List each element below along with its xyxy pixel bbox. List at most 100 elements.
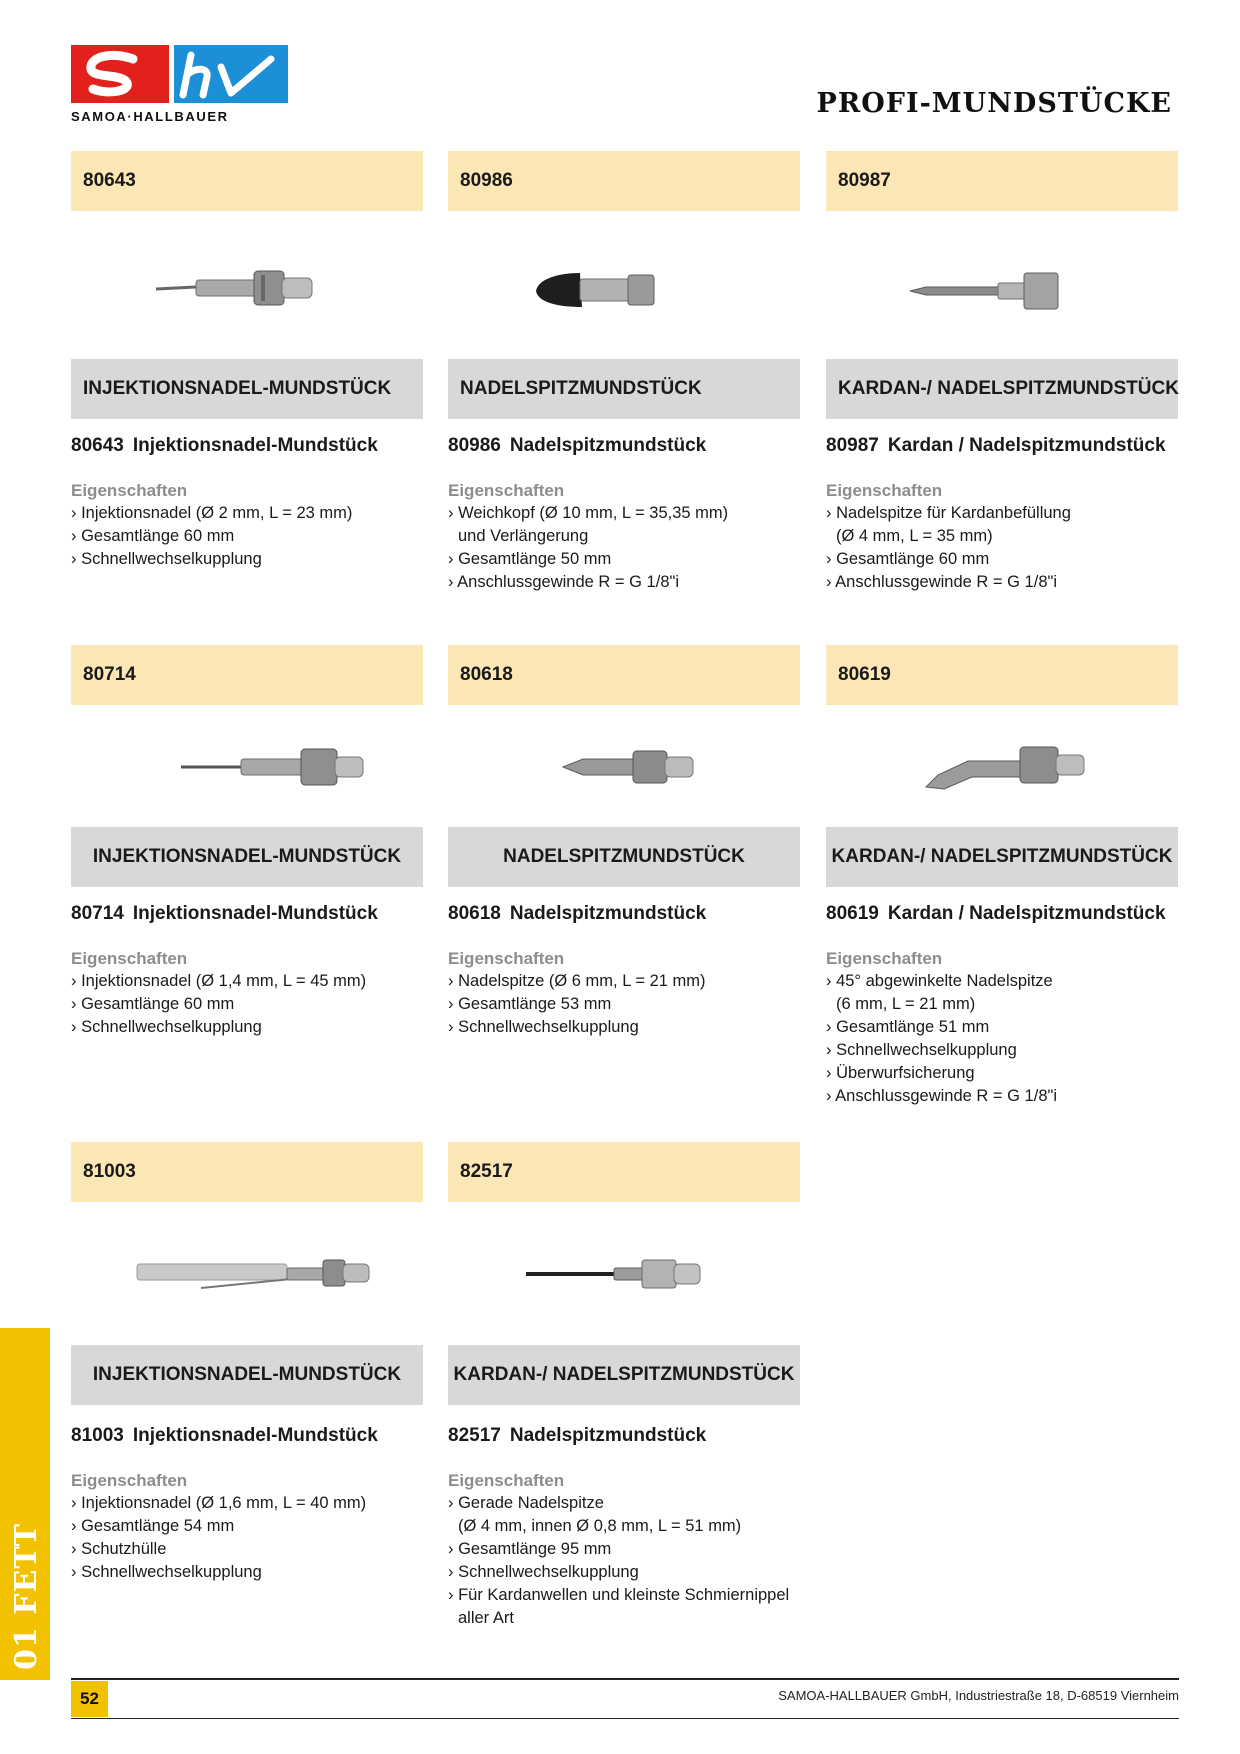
- product-image: [448, 211, 800, 359]
- footer-address: SAMOA-HALLBAUER GmbH, Industriestraße 18…: [778, 1688, 1179, 1703]
- page-number: 52: [71, 1681, 108, 1717]
- soft-head-nozzle-icon: [536, 273, 655, 307]
- product-category-bar: KARDAN-/ NADELSPITZMUNDSTÜCK: [826, 359, 1179, 419]
- feature-item: aller Art: [458, 1609, 514, 1627]
- page-title: PROFI-MUNDSTÜCKE: [816, 88, 1172, 119]
- feature-item: › Injektionsnadel (Ø 1,4 mm, L = 45 mm): [71, 972, 367, 990]
- product-number-bar: 80987: [826, 151, 1178, 211]
- feature-list: › Nadelspitze für Kardanbefüllung (Ø 4 m…: [826, 502, 1178, 594]
- feature-item: › Überwurfsicherung: [826, 1064, 975, 1082]
- feature-item: › Schnellwechselkupplung: [448, 1563, 639, 1581]
- feature-item: › Anschlussgewinde R = G 1/8"i: [448, 573, 680, 591]
- feature-item: › 45° abgewinkelte Nadelspitze: [826, 972, 1053, 990]
- straight-needle-nozzle-icon: [526, 1259, 701, 1289]
- feature-item: › Injektionsnadel (Ø 2 mm, L = 23 mm): [71, 504, 353, 522]
- properties-label: Eigenschaften: [448, 949, 565, 968]
- product-number-bar: 80618: [448, 645, 800, 705]
- product-image: [826, 705, 1178, 827]
- properties-label: Eigenschaften: [71, 949, 188, 968]
- feature-item: › Injektionsnadel (Ø 1,6 mm, L = 40 mm): [71, 1494, 367, 1512]
- product-image: [448, 1202, 800, 1345]
- feature-item: › Schnellwechselkupplung: [448, 1018, 639, 1036]
- feature-item: › Schnellwechselkupplung: [826, 1041, 1017, 1059]
- feature-item: › Gesamtlänge 50 mm: [448, 550, 612, 568]
- injection-needle-nozzle-icon: [155, 270, 313, 306]
- section-tab-label: 01 FETT: [9, 1523, 44, 1670]
- brand-name: SAMOA·HALLBAUER: [71, 109, 229, 124]
- product-number-bar: 80986: [448, 151, 800, 211]
- product-image: [71, 211, 423, 359]
- needle-point-nozzle-icon: [561, 750, 694, 784]
- product-number-bar: 82517: [448, 1142, 800, 1202]
- feature-list: › 45° abgewinkelte Nadelspitze (6 mm, L …: [826, 970, 1178, 1108]
- product-category-bar: INJEKTIONSNADEL-MUNDSTÜCK: [71, 1345, 423, 1405]
- feature-item: › Schnellwechselkupplung: [71, 550, 262, 568]
- properties-label: Eigenschaften: [448, 1471, 565, 1490]
- feature-item: › Weichkopf (Ø 10 mm, L = 35,35 mm): [448, 504, 729, 522]
- feature-item: › Gerade Nadelspitze: [448, 1494, 604, 1512]
- feature-item: › Anschlussgewinde R = G 1/8"i: [826, 1087, 1058, 1105]
- product-number-bar: 81003: [71, 1142, 423, 1202]
- feature-item: › Nadelspitze für Kardanbefüllung: [826, 504, 1071, 522]
- product-number-bar: 80714: [71, 645, 423, 705]
- product-category-bar: NADELSPITZMUNDSTÜCK: [448, 359, 800, 419]
- feature-item: › Anschlussgewinde R = G 1/8"i: [826, 573, 1058, 591]
- samoa-hallbauer-logo: SAMOA·HALLBAUER: [71, 45, 288, 125]
- cardan-needle-nozzle-icon: [909, 272, 1059, 310]
- properties-label: Eigenschaften: [826, 949, 943, 968]
- product-category-bar: NADELSPITZMUNDSTÜCK: [448, 827, 800, 887]
- properties-label: Eigenschaften: [71, 1471, 188, 1490]
- feature-list: › Injektionsnadel (Ø 1,6 mm, L = 40 mm) …: [71, 1492, 423, 1584]
- feature-item: › Gesamtlänge 60 mm: [71, 527, 235, 545]
- angled-needle-nozzle-icon: [924, 746, 1085, 790]
- product-category-bar: INJEKTIONSNADEL-MUNDSTÜCK: [71, 359, 423, 419]
- feature-item: › Schnellwechselkupplung: [71, 1563, 262, 1581]
- properties-label: Eigenschaften: [826, 481, 943, 500]
- logo-mark-icon: [86, 50, 275, 99]
- feature-list: › Injektionsnadel (Ø 1,4 mm, L = 45 mm) …: [71, 970, 423, 1039]
- feature-item: und Verlängerung: [458, 527, 589, 545]
- feature-item: › Schnellwechselkupplung: [71, 1018, 262, 1036]
- feature-item: › Gesamtlänge 51 mm: [826, 1018, 990, 1036]
- product-image: [448, 705, 800, 827]
- product-image: [71, 1202, 423, 1345]
- feature-item: › Gesamtlänge 95 mm: [448, 1540, 612, 1558]
- product-category-bar: KARDAN-/ NADELSPITZMUNDSTÜCK: [826, 827, 1178, 887]
- product-card: 82517 KARDAN-/ NADELSPITZMUNDSTÜCK 82517…: [448, 1142, 800, 1630]
- injection-needle-nozzle-icon: [181, 748, 364, 786]
- feature-item: › Gesamtlänge 54 mm: [71, 1517, 235, 1535]
- properties-label: Eigenschaften: [71, 481, 188, 500]
- product-category-bar: INJEKTIONSNADEL-MUNDSTÜCK: [71, 827, 423, 887]
- feature-item: › Gesamtlänge 60 mm: [826, 550, 990, 568]
- feature-item: › Schutzhülle: [71, 1540, 167, 1558]
- feature-list: › Weichkopf (Ø 10 mm, L = 35,35 mm) und …: [448, 502, 800, 594]
- feature-item: › Gesamtlänge 60 mm: [71, 995, 235, 1013]
- product-category-bar: KARDAN-/ NADELSPITZMUNDSTÜCK: [448, 1345, 800, 1405]
- product-number-bar: 80643: [71, 151, 423, 211]
- feature-item: › Nadelspitze (Ø 6 mm, L = 21 mm): [448, 972, 706, 990]
- product-image: [826, 211, 1178, 359]
- product-number-bar: 80619: [826, 645, 1178, 705]
- feature-list: › Injektionsnadel (Ø 2 mm, L = 23 mm) › …: [71, 502, 423, 571]
- product-card: 80619 KARDAN-/ NADELSPITZMUNDSTÜCK 80619…: [826, 645, 1178, 1108]
- feature-list: › Gerade Nadelspitze (Ø 4 mm, innen Ø 0,…: [448, 1492, 800, 1630]
- product-card: 80987 KARDAN-/ NADELSPITZMUNDSTÜCK 80987…: [826, 151, 1179, 594]
- footer-divider: [71, 1718, 1179, 1719]
- injection-needle-with-sheath-icon: [136, 1259, 370, 1289]
- feature-list: › Nadelspitze (Ø 6 mm, L = 21 mm) › Gesa…: [448, 970, 800, 1039]
- properties-label: Eigenschaften: [448, 481, 565, 500]
- feature-item: (Ø 4 mm, innen Ø 0,8 mm, L = 51 mm): [458, 1517, 742, 1535]
- feature-item: › Gesamtlänge 53 mm: [448, 995, 612, 1013]
